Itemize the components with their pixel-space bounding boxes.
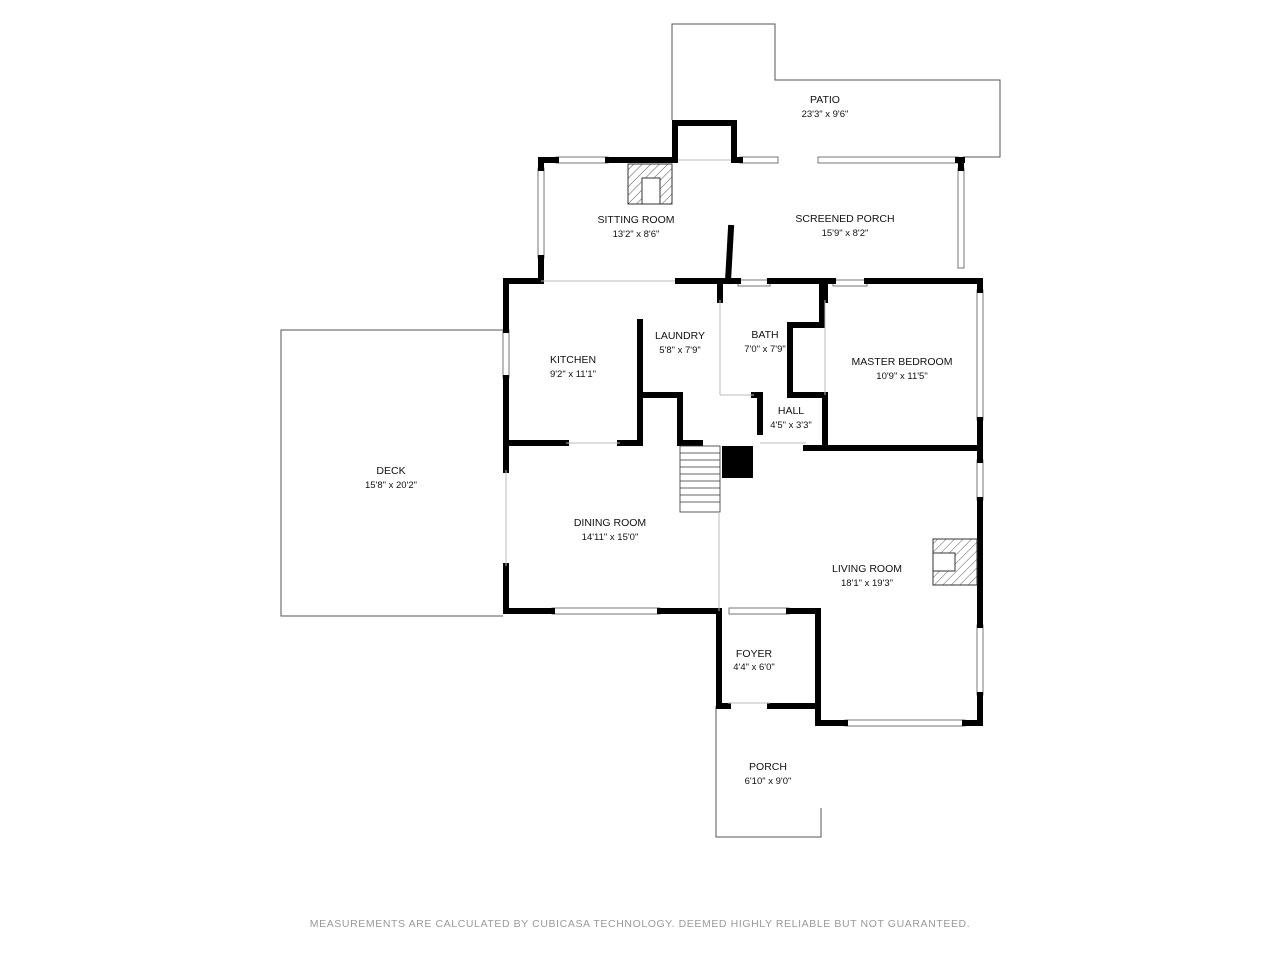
walls [503,120,983,726]
patio-name: PATIO [810,94,840,106]
bath-dim: 7'0" x 7'9" [744,344,786,355]
fireplace-living [932,538,978,586]
screened-porch-name: SCREENED PORCH [795,213,894,225]
patio-dim: 23'3" x 9'6" [802,109,849,120]
living-room-name: LIVING ROOM [832,563,902,575]
sitting-room-dim: 13'2" x 8'6" [613,229,660,240]
porch-outline [715,706,822,838]
bath-name: BATH [751,329,778,341]
sitting-room-name: SITTING ROOM [598,214,675,226]
hall-name: HALL [778,405,804,417]
kitchen-dim: 9'2" x 11'1" [550,369,596,380]
windows [502,156,984,727]
laundry-name: LAUNDRY [655,330,705,342]
outdoor-outlines [280,23,1001,838]
porch-name: PORCH [749,761,787,773]
dining-room-name: DINING ROOM [574,517,646,529]
deck-outline [280,329,503,617]
foyer-dim: 4'4" x 6'0" [733,662,775,673]
openings [505,159,826,704]
master-bedroom-name: MASTER BEDROOM [852,356,953,368]
living-room-dim: 18'1" x 19'3" [841,578,893,589]
fireplace-sitting [627,163,673,205]
laundry-dim: 5'8" x 7'9" [659,345,701,356]
stairs [679,445,721,513]
stair-post [722,446,753,478]
foyer-name: FOYER [736,648,773,660]
hall-dim: 4'5" x 3'3" [770,420,812,431]
kitchen-name: KITCHEN [550,354,596,366]
dining-room-dim: 14'11" x 15'0" [582,532,639,543]
deck-dim: 15'8" x 20'2" [365,480,417,491]
patio-outline [671,23,1001,158]
porch-dim: 6'10" x 9'0" [745,776,792,787]
disclaimer-text: MEASUREMENTS ARE CALCULATED BY CUBICASA … [309,918,971,930]
master-bedroom-dim: 10'9" x 11'5" [876,371,927,382]
screened-porch-dim: 15'9" x 8'2" [822,228,869,239]
room-labels: PATIO 23'3" x 9'6" SITTING ROOM 13'2" x … [365,94,953,787]
deck-name: DECK [376,465,405,477]
